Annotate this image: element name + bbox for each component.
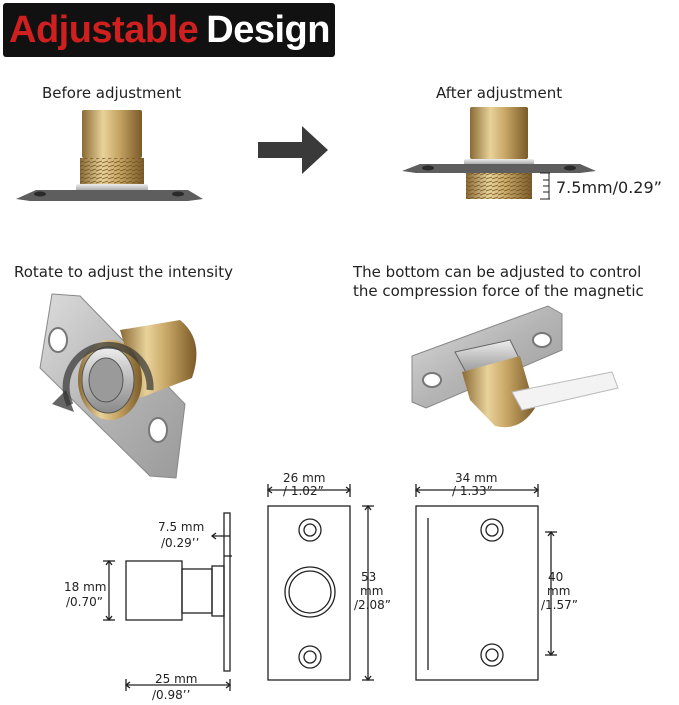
plate1-height-in: /2.08” — [354, 598, 391, 612]
plate2-width-mm: 34 mm — [455, 471, 498, 485]
title-red: Adjustable — [9, 8, 199, 51]
title-white: Design — [206, 8, 330, 51]
arrow-right-icon — [258, 126, 328, 174]
caption-bottom-line1: The bottom can be adjusted to control — [353, 263, 642, 281]
plate2-height-in: /1.57” — [541, 598, 578, 612]
rotate-image — [39, 293, 197, 479]
plate2-height-b: mm — [547, 584, 571, 598]
plate1-height-a: 53 — [361, 570, 377, 584]
side-length-mm: 25 mm — [155, 672, 198, 686]
caption-bottom-line2: the compression force of the magnetic — [353, 282, 644, 300]
plate1-height-b: mm — [360, 584, 384, 598]
bottom-adjust-image — [411, 305, 619, 428]
after-adjustment-image — [402, 107, 596, 200]
caption-rotate: Rotate to adjust the intensity — [14, 263, 233, 281]
plate2-width-in: / 1.33” — [452, 484, 493, 498]
side-view-drawing — [103, 512, 232, 691]
plate1-width-in: / 1.02” — [283, 484, 324, 498]
side-top-mm: 7.5 mm — [158, 520, 205, 534]
plate1-width-mm: 26 mm — [283, 471, 326, 485]
side-height-in: /0.70” — [66, 595, 103, 609]
side-length-in: /0.98’’ — [152, 688, 191, 702]
caption-after: After adjustment — [436, 84, 563, 102]
caption-before: Before adjustment — [42, 84, 182, 102]
plate2-height-mm: 40 — [548, 570, 564, 584]
before-adjustment-image — [16, 110, 203, 201]
plate-26mm-drawing — [266, 484, 374, 682]
title-banner: Adjustable Design — [3, 3, 335, 57]
side-top-in: /0.29’’ — [161, 536, 200, 550]
adjust-measure: 7.5mm/0.29” — [556, 178, 662, 197]
plate-34mm-drawing — [414, 484, 557, 681]
side-height-mm: 18 mm — [64, 580, 107, 594]
